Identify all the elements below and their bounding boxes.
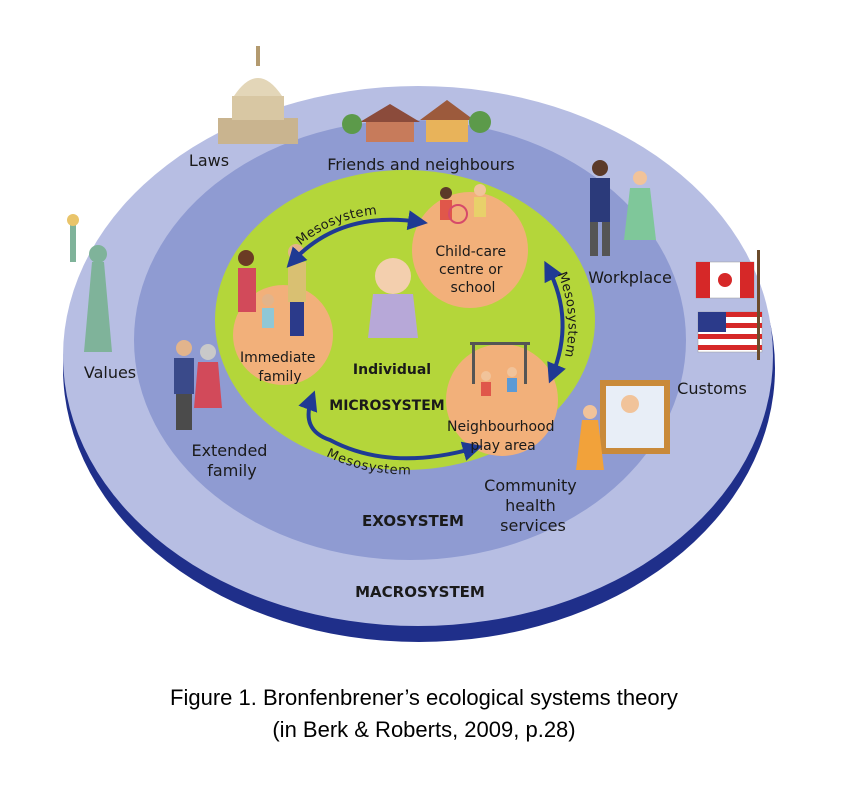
microsystem-label: MICROSYSTEM <box>329 398 444 414</box>
play-area-label: Neighbourhood play area <box>447 419 559 454</box>
extended-family-label: Extended family <box>191 441 272 480</box>
mesosystem-arrow-right <box>544 260 566 384</box>
exosystem-label: EXOSYSTEM <box>362 512 464 530</box>
friends-neighbours-label: Friends and neighbours <box>327 155 515 174</box>
houses-icon <box>342 100 491 142</box>
setting-child-care <box>412 192 528 308</box>
laws-label: Laws <box>189 151 229 170</box>
capitol-building-icon <box>218 46 298 144</box>
individual-label: Individual <box>353 362 431 378</box>
statue-of-liberty-icon <box>67 214 112 352</box>
workers-icon <box>590 160 656 256</box>
flags-icon <box>695 250 763 360</box>
community-health-label: Community health services <box>484 476 582 535</box>
playground-icon <box>470 342 530 396</box>
workplace-label: Workplace <box>588 268 672 287</box>
child-care-label: Child-care centre or school <box>435 244 510 296</box>
figure-caption-line2: (in Berk & Roberts, 2009, p.28) <box>272 717 576 742</box>
figure-caption-line1: Figure 1. Bronfenbrener’s ecological sys… <box>170 685 678 710</box>
macrosystem-label: MACROSYSTEM <box>355 583 485 601</box>
doctor-icon <box>576 380 670 470</box>
immediate-family-label: Immediate family <box>240 350 320 385</box>
mesosystem-arrow-top <box>286 210 428 268</box>
values-label: Values <box>84 363 136 382</box>
children-icon <box>440 184 486 224</box>
setting-immediate-family <box>233 285 333 385</box>
customs-label: Customs <box>677 379 747 398</box>
mesosystem-arrow-bottom <box>298 390 483 461</box>
grandparents-icon <box>174 340 222 430</box>
ecological-systems-diagram: Mesosystem Mesosystem Mesosystem Immedia… <box>63 46 775 642</box>
